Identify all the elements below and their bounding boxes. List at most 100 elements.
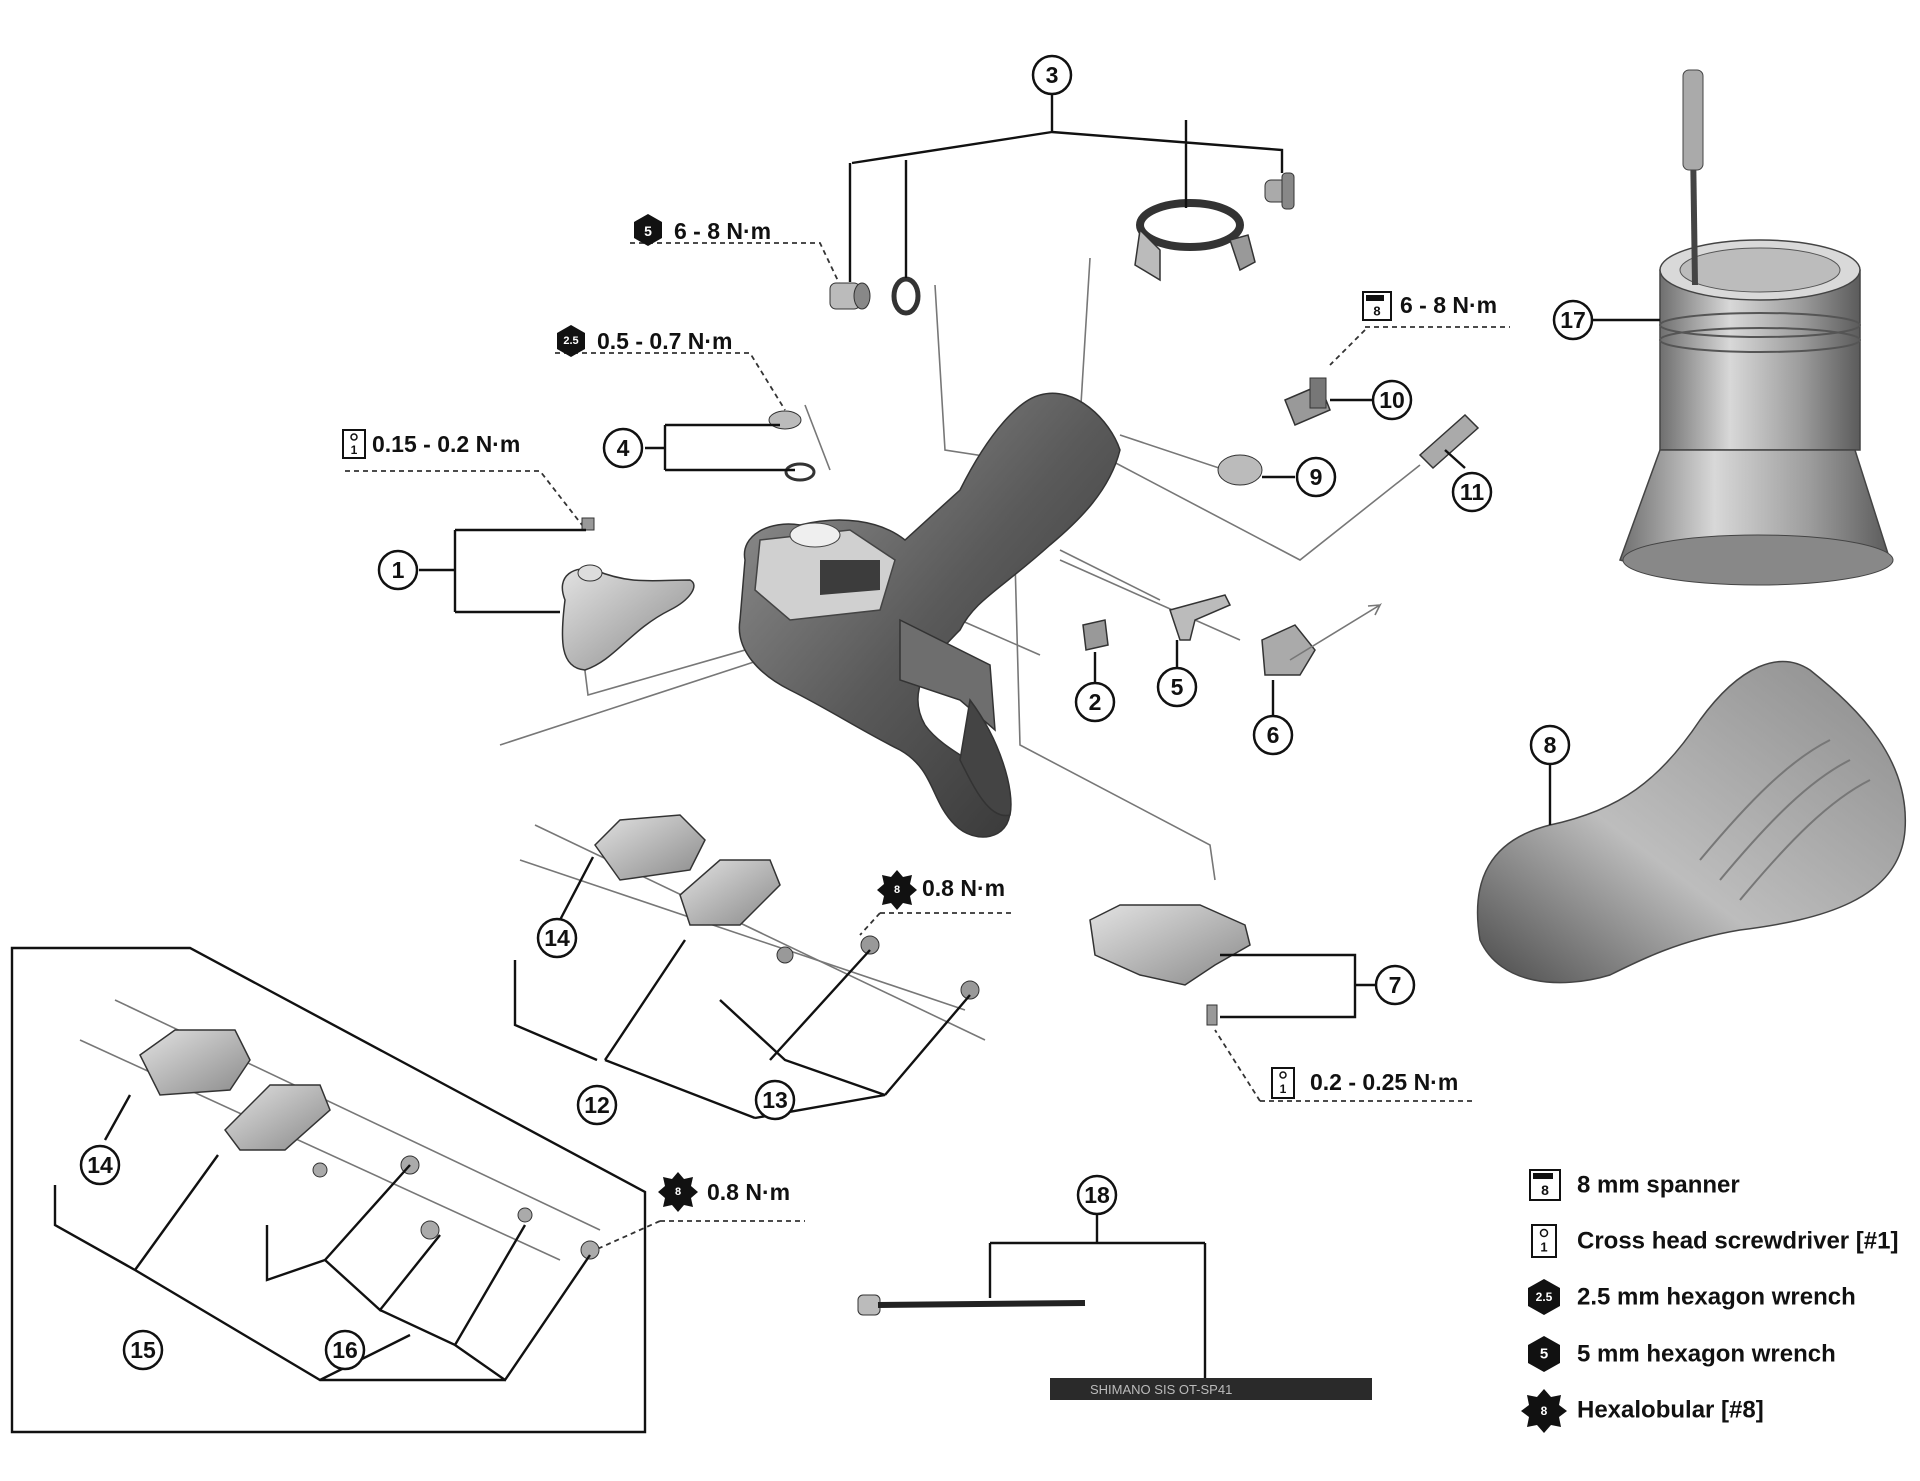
svg-text:14: 14 (544, 925, 570, 951)
svg-text:0.2 - 0.25 N·m: 0.2 - 0.25 N·m (1310, 1069, 1458, 1095)
callout-14-inset: 14 (79, 1144, 121, 1186)
svg-text:6 - 8 N·m: 6 - 8 N·m (1400, 292, 1497, 318)
callout-4: 4 (602, 427, 644, 469)
torque-hexalobular-lower: 8 0.8 N·m (658, 1172, 790, 1212)
svg-text:0.15 - 0.2 N·m: 0.15 - 0.2 N·m (372, 431, 520, 457)
torque-screwdriver-1: 1 0.15 - 0.2 N·m (342, 429, 520, 459)
svg-text:1: 1 (1540, 1240, 1547, 1255)
inset-mount-group (139, 1029, 600, 1260)
svg-text:8: 8 (1544, 732, 1557, 758)
svg-text:10: 10 (1379, 387, 1405, 413)
inset-frame (10, 946, 647, 1434)
shift-lever-body (738, 392, 1121, 838)
svg-text:1: 1 (351, 443, 358, 457)
torque-screwdriver-2: 1 0.2 - 0.25 N·m (1271, 1067, 1458, 1099)
svg-text:11: 11 (1460, 479, 1485, 505)
callout-7: 7 (1374, 964, 1416, 1006)
legend-item-hex-2-5: 2.5 2.5 mm hexagon wrench (1528, 1279, 1856, 1315)
svg-text:8: 8 (894, 884, 900, 896)
svg-text:14: 14 (87, 1152, 113, 1178)
torque-leader-lines (345, 242, 1510, 1251)
clamp-band (829, 172, 1295, 316)
svg-text:0.5 - 0.7 N·m: 0.5 - 0.7 N·m (597, 328, 733, 354)
hex-wrench-5-icon: 5 (1528, 1336, 1560, 1372)
svg-text:8: 8 (675, 1186, 681, 1198)
svg-text:6 - 8 N·m: 6 - 8 N·m (674, 218, 771, 244)
svg-text:5: 5 (1171, 674, 1184, 700)
callout-10: 10 (1371, 379, 1413, 421)
svg-text:8: 8 (1541, 1182, 1549, 1198)
torque-hexalobular-upper: 8 0.8 N·m (877, 870, 1005, 910)
legend-item-hexalobular: 8 Hexalobular [#8] (1521, 1389, 1764, 1433)
screwdriver-icon: 1 (1271, 1067, 1295, 1099)
svg-text:Hexalobular [#8]: Hexalobular [#8] (1577, 1397, 1764, 1424)
svg-text:5: 5 (644, 223, 652, 239)
callout-2: 2 (1074, 681, 1116, 723)
svg-text:12: 12 (584, 1092, 610, 1118)
torque-2-5mm-hex: 2.5 0.5 - 0.7 N·m (557, 325, 733, 357)
shift-cable: SHIMANO SIS OT-SP41 (857, 1294, 1372, 1400)
shift-lever-paddle (561, 517, 695, 671)
hexalobular-icon: 8 (658, 1172, 698, 1212)
legend-item-hex-5: 5 5 mm hexagon wrench (1528, 1336, 1836, 1372)
svg-text:1: 1 (392, 557, 405, 583)
svg-text:8: 8 (1373, 304, 1380, 319)
callout-17: 17 (1552, 299, 1594, 341)
svg-text:2: 2 (1089, 689, 1102, 715)
hexalobular-icon: 8 (1521, 1389, 1567, 1433)
callout-3: 3 (1031, 54, 1073, 96)
hex-wrench-2-5-icon: 2.5 (557, 325, 585, 357)
bracket-cover-hood (1476, 660, 1907, 984)
svg-text:Cross head screwdriver [#1]: Cross head screwdriver [#1] (1577, 1228, 1898, 1255)
callout-14-upper: 14 (536, 917, 578, 959)
svg-text:5 mm hexagon wrench: 5 mm hexagon wrench (1577, 1341, 1836, 1368)
svg-text:13: 13 (762, 1087, 788, 1113)
svg-text:16: 16 (332, 1337, 358, 1363)
svg-text:2.5: 2.5 (1536, 1290, 1553, 1304)
hexalobular-icon: 8 (877, 870, 917, 910)
svg-text:2.5: 2.5 (563, 335, 578, 347)
torque-5mm-hex: 5 6 - 8 N·m (634, 214, 771, 246)
spanner-icon: 8 (1529, 1169, 1561, 1201)
callout-6: 6 (1252, 714, 1294, 756)
callout-brackets (53, 95, 1660, 1382)
base-mount-group (594, 814, 980, 1000)
installation-tool (1619, 69, 1894, 586)
callout-11: 11 (1451, 471, 1493, 513)
screwdriver-icon: 1 (1531, 1224, 1557, 1258)
small-parts (1082, 594, 1382, 676)
svg-text:9: 9 (1310, 464, 1323, 490)
svg-text:3: 3 (1046, 62, 1059, 88)
callout-13: 13 (754, 1079, 796, 1121)
svg-text:4: 4 (617, 435, 630, 461)
svg-text:5: 5 (1540, 1346, 1548, 1363)
callout-8: 8 (1529, 724, 1571, 766)
hex-wrench-2-5-icon: 2.5 (1528, 1279, 1560, 1315)
svg-text:0.8 N·m: 0.8 N·m (707, 1179, 790, 1205)
svg-text:15: 15 (130, 1337, 156, 1363)
callout-1: 1 (377, 549, 419, 591)
callout-9: 9 (1295, 456, 1337, 498)
adjuster-parts (1217, 377, 1480, 486)
callout-5: 5 (1156, 666, 1198, 708)
bottom-cover (1089, 904, 1251, 1026)
callout-15: 15 (122, 1329, 164, 1371)
callout-12: 12 (576, 1084, 618, 1126)
svg-text:6: 6 (1267, 722, 1280, 748)
legend-item-spanner: 8 8 mm spanner (1529, 1169, 1740, 1201)
torque-spanner: 8 6 - 8 N·m (1362, 291, 1497, 321)
tool-legend: 8 8 mm spanner 1 Cross head screwdriver … (1521, 1169, 1898, 1433)
screwdriver-icon: 1 (342, 429, 366, 459)
callout-18: 18 (1076, 1174, 1118, 1216)
hex-wrench-5-icon: 5 (634, 214, 662, 246)
callout-16: 16 (324, 1329, 366, 1371)
legend-item-screwdriver: 1 Cross head screwdriver [#1] (1531, 1224, 1898, 1258)
svg-text:2.5 mm hexagon wrench: 2.5 mm hexagon wrench (1577, 1284, 1856, 1311)
svg-text:17: 17 (1560, 307, 1586, 333)
svg-text:1: 1 (1280, 1082, 1287, 1096)
cable-label: SHIMANO SIS OT-SP41 (1090, 1382, 1232, 1397)
svg-text:18: 18 (1084, 1182, 1110, 1208)
svg-text:0.8 N·m: 0.8 N·m (922, 875, 1005, 901)
svg-text:7: 7 (1389, 972, 1402, 998)
